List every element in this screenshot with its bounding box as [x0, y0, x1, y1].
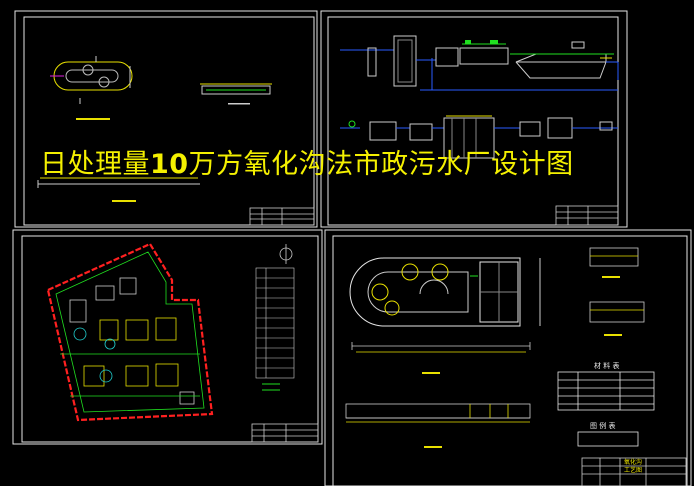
ditch-plan-small — [50, 56, 133, 104]
site-boundary — [46, 242, 214, 422]
titleblock-name-line2: 工艺图 — [624, 466, 642, 474]
legend-box — [577, 431, 639, 447]
legend-heading: 图 例 表 — [590, 421, 615, 430]
title-prefix: 日处理量 — [40, 149, 150, 180]
sheet-top-right — [320, 10, 628, 228]
ditch-plan-large — [349, 257, 541, 327]
profile-line-small — [37, 177, 200, 188]
material-table — [557, 371, 655, 411]
site-buildings — [60, 277, 200, 405]
title-number: 10 — [150, 149, 189, 180]
detail-section-1 — [589, 247, 639, 267]
ditch-section-small — [200, 83, 272, 95]
site-legend-table — [255, 267, 295, 379]
titleblock-top-left — [249, 207, 315, 226]
sheet-bottom-right — [324, 229, 692, 486]
process-flow-upper — [340, 35, 619, 91]
titleblock-bottom-right — [581, 457, 687, 486]
detail-section-2 — [589, 301, 645, 323]
sheet-bottom-left — [12, 229, 323, 445]
drawing-set-title: 日处理量10万方氧化沟法市政污水厂设计图 — [40, 148, 574, 182]
sheet-top-left — [14, 10, 318, 228]
titleblock-bottom-left — [251, 423, 319, 443]
titleblock-name-line1: 氧化沟 — [624, 458, 642, 466]
material-table-heading: 材 料 表 — [594, 361, 619, 370]
title-suffix: 万方氧化沟法市政污水厂设计图 — [188, 149, 574, 180]
north-arrow-icon — [279, 244, 293, 264]
process-flow-lower — [340, 115, 618, 159]
titleblock-top-right — [555, 205, 619, 226]
ditch-section-large — [345, 403, 531, 423]
dimension-line — [351, 342, 531, 353]
caption-bar — [76, 118, 110, 120]
